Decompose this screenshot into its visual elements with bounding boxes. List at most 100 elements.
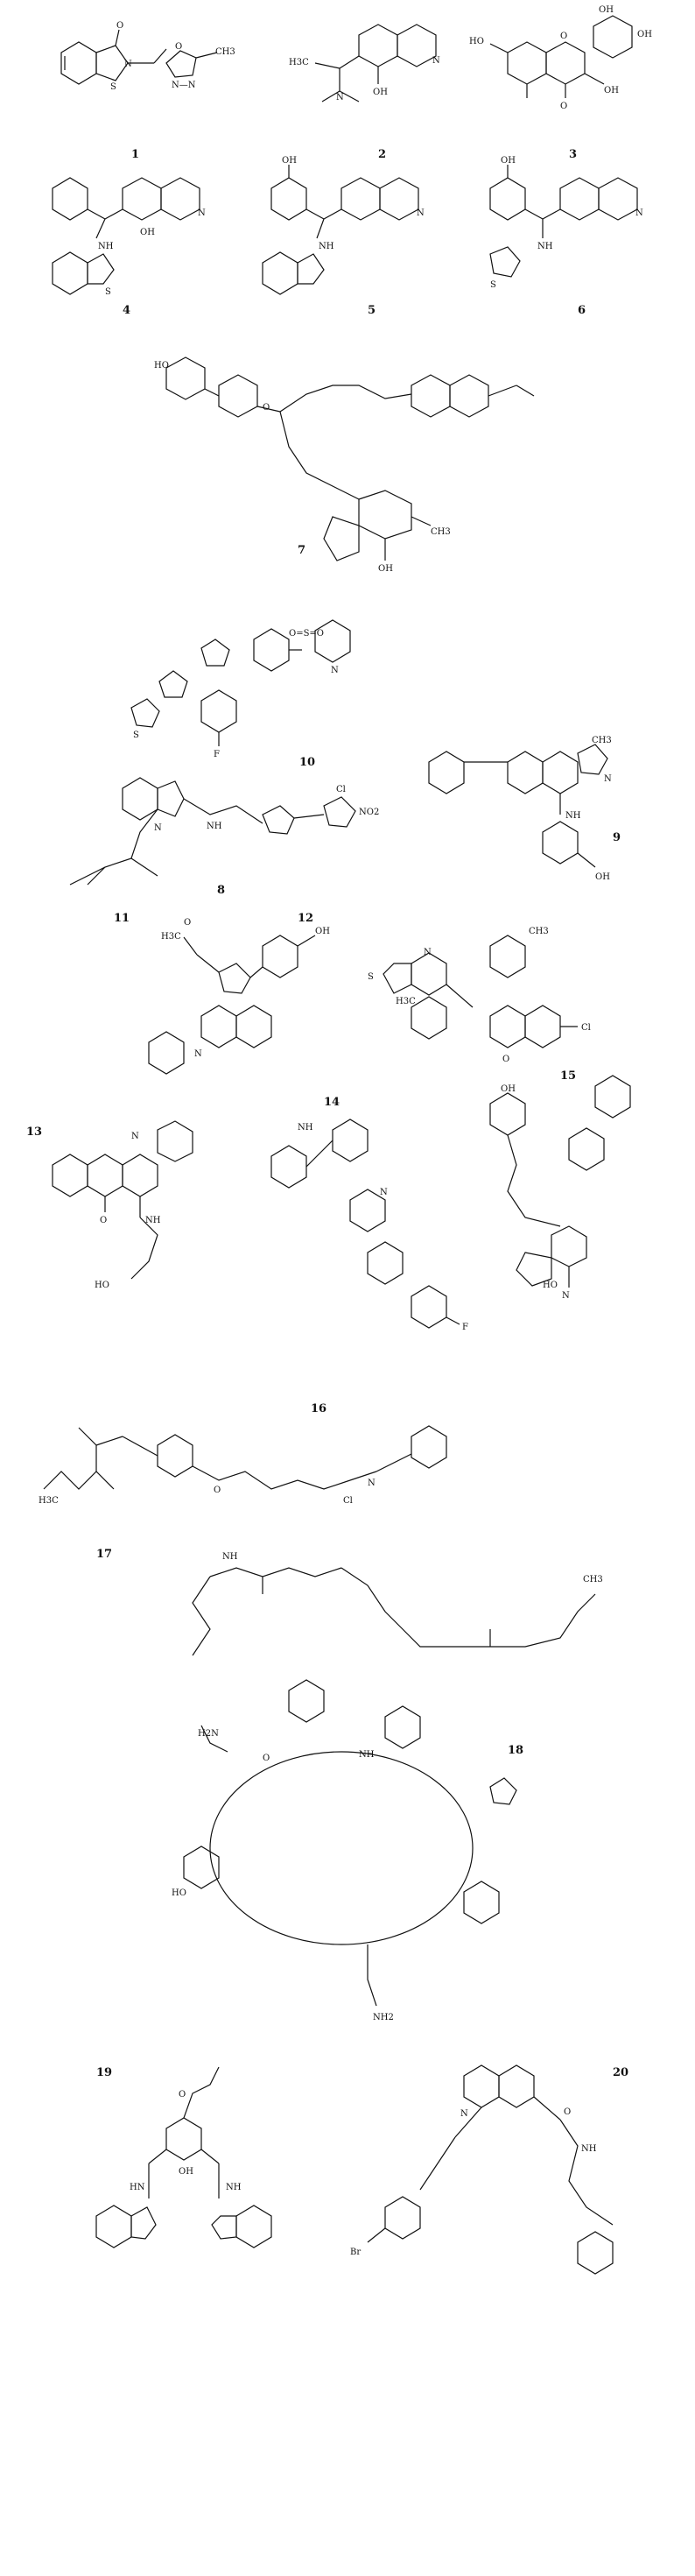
atom-label: N bbox=[635, 208, 643, 218]
atom-label: CH3 bbox=[583, 1575, 603, 1584]
compound-15-structure: S N Cl O H3C CH3 bbox=[368, 927, 591, 1064]
compound-2-structure: H3C N OH N bbox=[289, 24, 440, 102]
compound-label: 6 bbox=[578, 304, 586, 317]
atom-label: O bbox=[184, 918, 191, 928]
atom-label: NH bbox=[359, 1750, 375, 1760]
atom-label: NO2 bbox=[359, 808, 379, 817]
compound-5-structure: OH NH N bbox=[262, 156, 425, 295]
atom-label: N bbox=[331, 666, 339, 675]
compound-7-structure: HO O CH3 OH bbox=[154, 356, 535, 574]
atom-label: N bbox=[380, 1188, 388, 1197]
atom-label: CH3 bbox=[592, 736, 612, 745]
atom-label: OH bbox=[373, 88, 388, 97]
atom-label: O bbox=[560, 102, 567, 111]
compound-4-structure: NH OH N S bbox=[52, 177, 206, 297]
atom-label: S bbox=[110, 82, 116, 92]
atom-label: NH bbox=[565, 811, 581, 821]
atom-label: N bbox=[124, 60, 132, 69]
compound-label: 10 bbox=[299, 756, 315, 769]
atom-label: OH bbox=[378, 564, 393, 574]
compound-label: 9 bbox=[613, 831, 621, 844]
atom-label: H2N bbox=[198, 1729, 219, 1739]
atom-label: N bbox=[417, 208, 425, 218]
atom-label: NH bbox=[145, 1216, 161, 1225]
compound-20-structure: N Br O NH bbox=[350, 2064, 614, 2275]
atom-label: O bbox=[175, 42, 182, 52]
atom-label: O bbox=[502, 1055, 509, 1064]
compound-14-structure: NH N F bbox=[270, 1119, 468, 1332]
atom-label: NH bbox=[581, 2144, 597, 2154]
atom-label: Cl bbox=[581, 1023, 591, 1033]
atom-label: CH3 bbox=[215, 47, 235, 57]
atom-label: NH bbox=[226, 2183, 242, 2192]
atom-label: OH bbox=[637, 30, 652, 39]
atom-label: N bbox=[460, 2109, 468, 2119]
compound-label: 20 bbox=[613, 2066, 628, 2079]
compound-label: 7 bbox=[298, 544, 305, 557]
compound-12-structure: H3C OH O N bbox=[148, 918, 330, 1075]
compound-label: 17 bbox=[96, 1548, 112, 1561]
atom-label: NH bbox=[319, 242, 334, 251]
compound-18-structure: H2N HO NH2 O NH bbox=[172, 1679, 517, 2022]
atom-label: OH bbox=[595, 872, 610, 882]
compound-10-structure: F S N O=S=O bbox=[130, 619, 351, 759]
atom-label: Br bbox=[350, 2248, 361, 2257]
atom-label: HO bbox=[543, 1281, 558, 1290]
atom-label: Cl bbox=[343, 1496, 353, 1506]
atom-label: N bbox=[336, 93, 344, 102]
atom-label: O bbox=[564, 2107, 571, 2117]
atom-label: HO bbox=[95, 1281, 109, 1290]
atom-label: OH bbox=[282, 156, 297, 166]
atom-label: CH3 bbox=[529, 927, 549, 936]
compound-label: 8 bbox=[217, 884, 225, 897]
compound-6-structure: OH NH S N bbox=[489, 156, 643, 290]
compound-macrolide-structure: OH HO N bbox=[489, 1075, 631, 1301]
compound-17-structure: NH CH3 bbox=[192, 1552, 603, 1656]
compound-13-structure: N NH HO O bbox=[52, 1120, 193, 1290]
atom-label: N bbox=[198, 208, 206, 218]
atom-label: NH bbox=[98, 242, 114, 251]
compound-label: 19 bbox=[96, 2066, 112, 2079]
atom-label: N bbox=[154, 823, 162, 833]
atom-label: NH bbox=[298, 1123, 313, 1133]
atom-label: O bbox=[116, 21, 123, 31]
compound-label: 5 bbox=[368, 304, 376, 317]
atom-label: O bbox=[560, 32, 567, 41]
atom-label: OH bbox=[501, 156, 516, 166]
atom-label: NH bbox=[537, 242, 553, 251]
compound-label: 14 bbox=[324, 1096, 340, 1109]
atom-label: N bbox=[194, 1049, 202, 1059]
atom-label: F bbox=[462, 1323, 468, 1332]
atom-label: O bbox=[263, 403, 270, 413]
atom-label: HO bbox=[172, 1888, 186, 1898]
compound-19-structure: O OH HN NH bbox=[95, 2066, 272, 2248]
compound-1-structure: O N S CH3 O N—N bbox=[60, 21, 235, 92]
compound-label: 13 bbox=[26, 1126, 42, 1139]
atom-label: S bbox=[490, 280, 496, 290]
compound-8-structure: N NH Cl NO2 bbox=[69, 777, 379, 886]
atom-label: N bbox=[424, 948, 432, 957]
atom-label: S bbox=[368, 972, 374, 982]
atom-label: OH bbox=[599, 5, 614, 15]
atom-label: H3C bbox=[161, 932, 181, 942]
compound-3-structure: HO OH OH OH O O bbox=[469, 5, 652, 111]
atom-label: O bbox=[100, 1216, 107, 1225]
atom-label: HO bbox=[469, 37, 484, 46]
atom-label: NH bbox=[207, 822, 222, 831]
atom-label: O bbox=[263, 1754, 270, 1763]
atom-label: H3C bbox=[39, 1496, 59, 1506]
atom-label: HO bbox=[154, 361, 169, 371]
atom-label: F bbox=[214, 750, 220, 759]
atom-label: H3C bbox=[289, 58, 309, 67]
atom-label: N bbox=[562, 1291, 570, 1301]
atom-label: NH bbox=[222, 1552, 238, 1562]
compound-label: 4 bbox=[123, 304, 130, 317]
atom-label: N bbox=[604, 774, 612, 784]
atom-label: OH bbox=[179, 2167, 193, 2177]
atom-label: S bbox=[105, 287, 111, 297]
atom-label: CH3 bbox=[431, 527, 451, 537]
atom-label: OH bbox=[501, 1084, 516, 1094]
atom-label: OH bbox=[315, 927, 330, 936]
compound-label: 16 bbox=[311, 1402, 326, 1415]
